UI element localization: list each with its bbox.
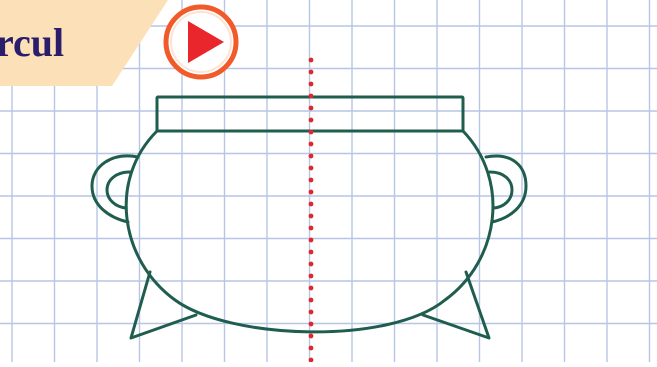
symmetry-line-dot	[309, 310, 314, 315]
symmetry-line-dot	[309, 58, 314, 63]
symmetry-line-dot	[309, 334, 314, 339]
symmetry-line-dot	[309, 214, 314, 219]
title-text: rcul	[0, 20, 64, 65]
symmetry-line-dot	[309, 130, 314, 135]
symmetry-line-dot	[309, 94, 314, 99]
symmetry-line-dot	[309, 142, 314, 147]
symmetry-line-dot	[309, 70, 314, 75]
symmetry-line-dot	[309, 190, 314, 195]
symmetry-line-dot	[309, 286, 314, 291]
pot-left-leg	[131, 272, 196, 338]
symmetry-line-dot	[309, 346, 314, 351]
symmetry-line-dot	[309, 106, 314, 111]
symmetry-line-dot	[309, 262, 314, 267]
symmetry-line-dot	[309, 178, 314, 183]
symmetry-line-dot	[309, 274, 314, 279]
symmetry-line-dot	[309, 250, 314, 255]
symmetry-line-dot	[309, 154, 314, 159]
symmetry-line-dot	[309, 118, 314, 123]
symmetry-line-dot	[309, 298, 314, 303]
symmetry-line-dot	[309, 202, 314, 207]
symmetry-line-dot	[309, 226, 314, 231]
symmetry-line-dot	[309, 322, 314, 327]
play-button[interactable]	[166, 7, 236, 77]
title-banner: rcul	[0, 0, 168, 86]
symmetry-line-dot	[309, 166, 314, 171]
symmetry-line-dot	[309, 238, 314, 243]
symmetry-line-dot	[309, 82, 314, 87]
pot-left-handle	[92, 156, 138, 222]
